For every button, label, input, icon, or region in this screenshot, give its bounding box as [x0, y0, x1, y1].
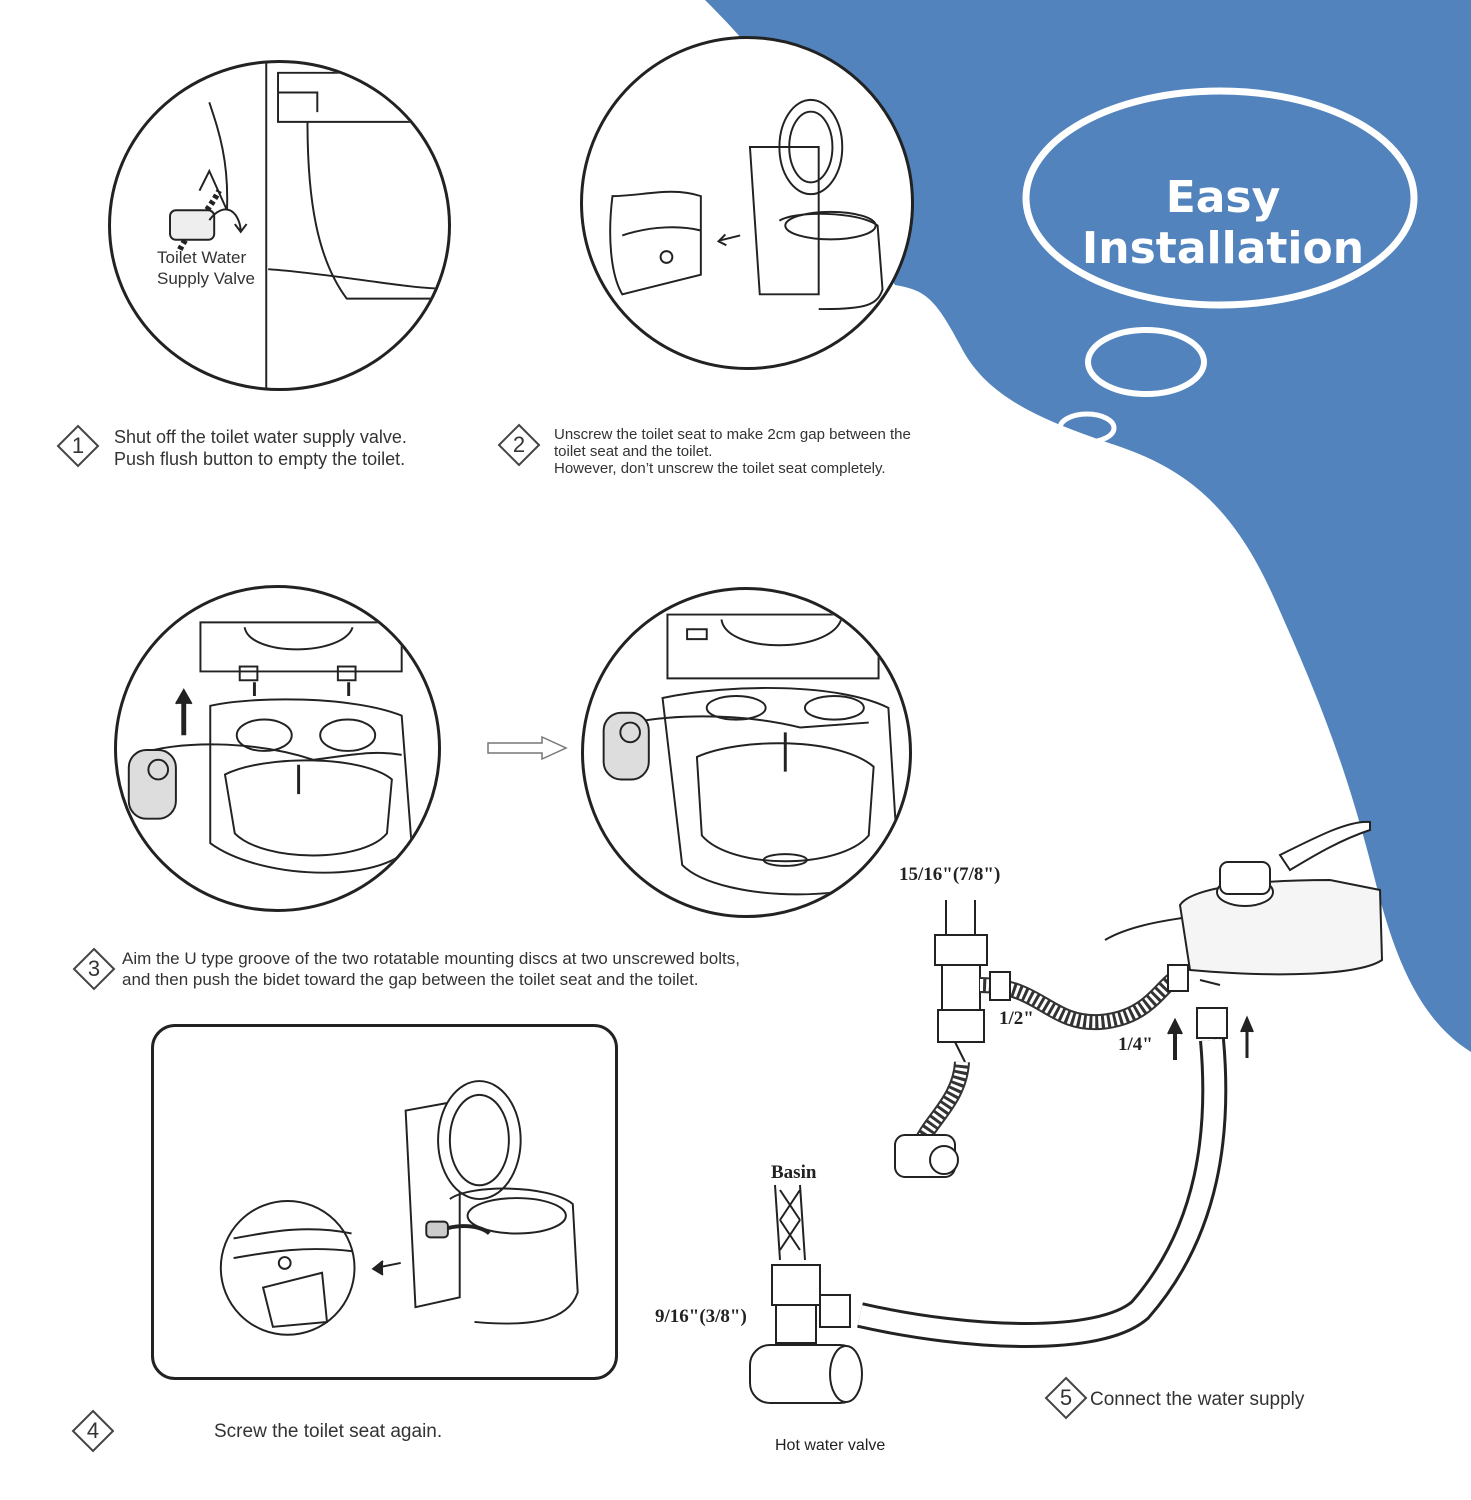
step3-badge: 3	[72, 947, 116, 991]
toilet-unscrew-drawing	[609, 98, 884, 311]
diamond-step-icon	[56, 424, 100, 468]
toilet-valve-drawing	[169, 63, 448, 388]
step5-text: Connect the water supply	[1090, 1389, 1305, 1410]
valve-label: Toilet Water Supply Valve	[157, 248, 255, 288]
step2-badge: 2	[497, 423, 541, 467]
step4-text: Screw the toilet seat again.	[214, 1421, 443, 1442]
step5-number: 5	[1059, 1385, 1073, 1410]
size-label-15-16: 15/16"(7/8")	[899, 864, 1001, 885]
basin-label: Basin	[771, 1162, 817, 1183]
toilet-screw-drawing	[219, 1080, 579, 1336]
page-title: Easy Installation	[1081, 172, 1365, 274]
step5-badge: 5	[1044, 1376, 1088, 1420]
diamond-step-icon	[72, 947, 116, 991]
step4-illustration-frame	[151, 1024, 618, 1380]
step3-illustration-before	[114, 585, 441, 912]
size-label-1-4: 1/4"	[1118, 1034, 1153, 1055]
thought-bubble-large	[1022, 87, 1418, 309]
step1-badge: 1	[56, 424, 100, 468]
step2-illustration	[580, 36, 914, 370]
step2-number: 2	[512, 432, 526, 457]
step1-number: 1	[71, 433, 85, 458]
step2-text: Unscrew the toilet seat to make 2cm gap …	[554, 426, 911, 477]
water-supply-drawing	[749, 820, 1384, 1404]
step4-badge: 4	[71, 1409, 115, 1453]
step1-text: Shut off the toilet water supply valve. …	[114, 427, 407, 469]
hot-water-valve-label: Hot water valve	[775, 1437, 886, 1454]
bidet-mount-before-drawing	[127, 621, 413, 874]
diamond-step-icon	[497, 423, 541, 467]
step3-text: Aim the U type groove of the two rotatab…	[122, 949, 740, 989]
size-label-9-16: 9/16"(3/8")	[655, 1306, 747, 1327]
thought-bubble-small	[1057, 411, 1117, 445]
step4-number: 4	[86, 1418, 100, 1443]
step3-number: 3	[87, 956, 101, 981]
arrow-right-icon	[487, 735, 568, 761]
diamond-step-icon	[71, 1409, 115, 1453]
thought-bubble-medium	[1085, 327, 1207, 397]
bidet-mount-after-drawing	[602, 613, 900, 896]
diamond-step-icon	[1044, 1376, 1088, 1420]
step3-illustration-after	[581, 587, 912, 918]
step1-illustration	[108, 60, 451, 391]
size-label-1-2: 1/2"	[999, 1008, 1034, 1029]
